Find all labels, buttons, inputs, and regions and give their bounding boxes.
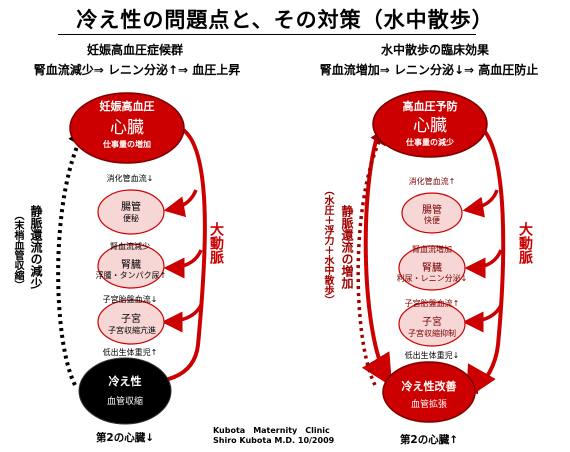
left-venous-paren: （末梢血管収縮） — [12, 210, 23, 290]
left-kidney-sub: 浮腫・タンパク尿↑ — [95, 271, 167, 280]
left-second-heart: 第2の心臓↓ — [95, 432, 155, 444]
right-bottom-sub: 血管拡張 — [410, 400, 447, 410]
right-intestine-shape — [401, 192, 463, 234]
right-heading: 水中散歩の臨床効果 — [380, 43, 489, 57]
right-subheading: 腎血流増加⇒ レニン分泌↓⇒ 高血圧防止 — [319, 63, 539, 77]
left-heart-top: 妊娠高血圧 — [99, 100, 155, 113]
left-uterus-main: 子宮 — [121, 314, 141, 325]
left-uterus-shape — [97, 299, 165, 345]
left-bottom-sub: 血管収縮 — [106, 397, 143, 407]
right-heart-main: 心臓 — [413, 116, 447, 136]
right-uterus-sub: 子宮収縮抑制 — [408, 329, 456, 338]
right-venous-label: 静脈還流の増加 — [340, 205, 354, 289]
left-uterus-sub: 子宮収縮亢進 — [108, 326, 156, 335]
right-below-uterus: 低出生体重児↓ — [404, 351, 460, 360]
right-intestine-sub: 快便 — [424, 216, 440, 225]
left-bottom-main: 冷え性 — [108, 375, 142, 388]
right-bottom-shape — [382, 361, 476, 423]
right-bottom-main: 冷え性改善 — [401, 380, 457, 393]
right-venous-paren: （水圧＋浮力＋水中散歩） — [322, 185, 333, 305]
title-underline — [58, 34, 476, 35]
left-intestine-label: 消化管血流↓ — [106, 174, 154, 183]
right-uterus-label: 子宮胎盤血流↑ — [404, 299, 460, 308]
right-intestine-label: 消化管血流↑ — [408, 177, 456, 186]
right-heart-shape — [372, 90, 488, 158]
left-heart-sub: 仕事量の増加 — [103, 140, 151, 149]
left-kidney-shape — [97, 243, 165, 289]
left-subheading: 腎血流減少⇒ レニン分泌↑⇒ 血圧上昇 — [33, 63, 241, 77]
right-aorta-label: 大動脈 — [517, 222, 533, 264]
credit-line-2: Shiro Kubota M.D. 10/2009 — [213, 436, 335, 445]
left-intestine-shape — [97, 189, 165, 235]
left-branch-uterus — [161, 304, 203, 333]
right-heart-sub: 仕事量の減少 — [406, 138, 454, 147]
right-kidney-label: 腎血流増加 — [412, 245, 452, 254]
left-heart-main: 心臓 — [110, 118, 144, 138]
right-kidney-sub: 利尿・レニン分泌↓ — [396, 274, 468, 283]
right-kidney-main: 腎臓 — [422, 263, 442, 274]
left-below-uterus: 低出生体重児↑ — [102, 348, 158, 357]
left-venous-label: 静脈還流の減少 — [29, 205, 43, 289]
left-heading: 妊娠高血圧症候群 — [86, 43, 183, 57]
left-heart-shape — [69, 92, 185, 164]
right-heart-top: 高血圧予防 — [402, 100, 458, 113]
right-uterus-main: 子宮 — [422, 317, 442, 328]
left-kidney-main: 腎臓 — [121, 260, 141, 271]
right-branch-kidney — [464, 249, 503, 279]
left-intestine-sub: 便秘 — [123, 214, 139, 223]
right-intestine-main: 腸管 — [422, 205, 442, 216]
right-kidney-shape — [398, 245, 466, 291]
left-uterus-label: 子宮胎盤血流↓ — [102, 295, 158, 304]
left-branch-intestine — [163, 189, 198, 218]
left-intestine-main: 腸管 — [121, 202, 141, 213]
left-branch-kidney — [163, 249, 203, 279]
left-kidney-label: 腎血流減少 — [110, 242, 150, 251]
right-second-heart: 第2の心臓↑ — [399, 434, 459, 446]
left-aorta-label: 大動脈 — [208, 222, 224, 264]
right-branch-uterus — [462, 304, 503, 333]
credit-line-1: Kubota Maternity Clinic — [213, 426, 330, 435]
left-venous-arrow — [56, 126, 88, 386]
page-title: 冷え性の問題点と、その対策（水中散歩） — [76, 8, 494, 32]
right-uterus-shape — [398, 301, 466, 347]
right-venous-arrow — [356, 126, 387, 386]
right-branch-intestine — [462, 189, 499, 218]
left-bottom-shape — [78, 357, 172, 425]
